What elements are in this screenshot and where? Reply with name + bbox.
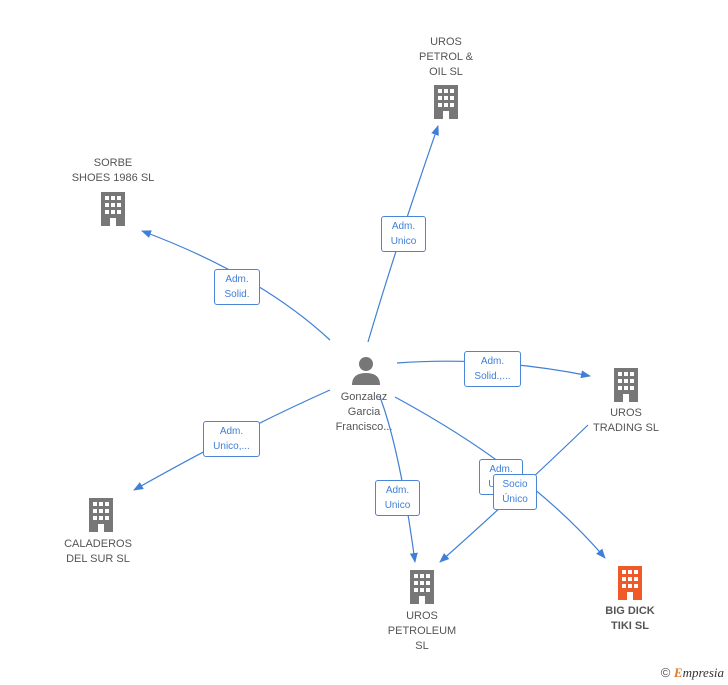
building-icon[interactable]	[405, 568, 439, 606]
brand-logo: Empresia	[674, 665, 724, 680]
copyright-symbol: ©	[660, 665, 671, 680]
edge-label-caladeros[interactable]: Adm. Unico,...	[203, 421, 260, 457]
edge-label-petrol-oil[interactable]: Adm. Unico	[381, 216, 426, 252]
building-icon[interactable]	[96, 190, 130, 228]
company-name-uros-petrol-oil[interactable]: UROS PETROL & OIL SL	[419, 36, 473, 78]
building-icon-highlighted[interactable]	[613, 564, 647, 602]
edge-label-sorbe[interactable]: Adm. Solid.	[214, 269, 260, 305]
edge-label-trading-petroleum[interactable]: Socio Único	[493, 474, 537, 510]
edge-person-uros-petroleum	[379, 396, 418, 563]
person-name[interactable]: Gonzalez Garcia Francisco...	[335, 391, 393, 433]
company-name-sorbe-shoes[interactable]: SORBE SHOES 1986 SL	[71, 157, 155, 184]
footer-brand: © Empresia	[661, 665, 724, 681]
building-icon[interactable]	[609, 366, 643, 404]
building-icon[interactable]	[429, 83, 463, 121]
person-icon[interactable]	[349, 355, 383, 387]
company-name-uros-petroleum[interactable]: UROS PETROLEUM SL	[387, 610, 457, 652]
edge-label-petroleum[interactable]: Adm. Unico	[375, 480, 420, 516]
company-name-big-dick-tiki[interactable]: BIG DICK TIKI SL	[605, 605, 655, 632]
brand-logo-e: E	[673, 665, 683, 680]
edge-label-trading[interactable]: Adm. Solid.,...	[464, 351, 521, 387]
company-name-uros-trading[interactable]: UROS TRADING SL	[592, 407, 659, 434]
building-icon[interactable]	[84, 496, 118, 534]
company-name-caladeros[interactable]: CALADEROS DEL SUR SL	[64, 538, 132, 565]
brand-logo-text: mpresia	[682, 665, 724, 680]
